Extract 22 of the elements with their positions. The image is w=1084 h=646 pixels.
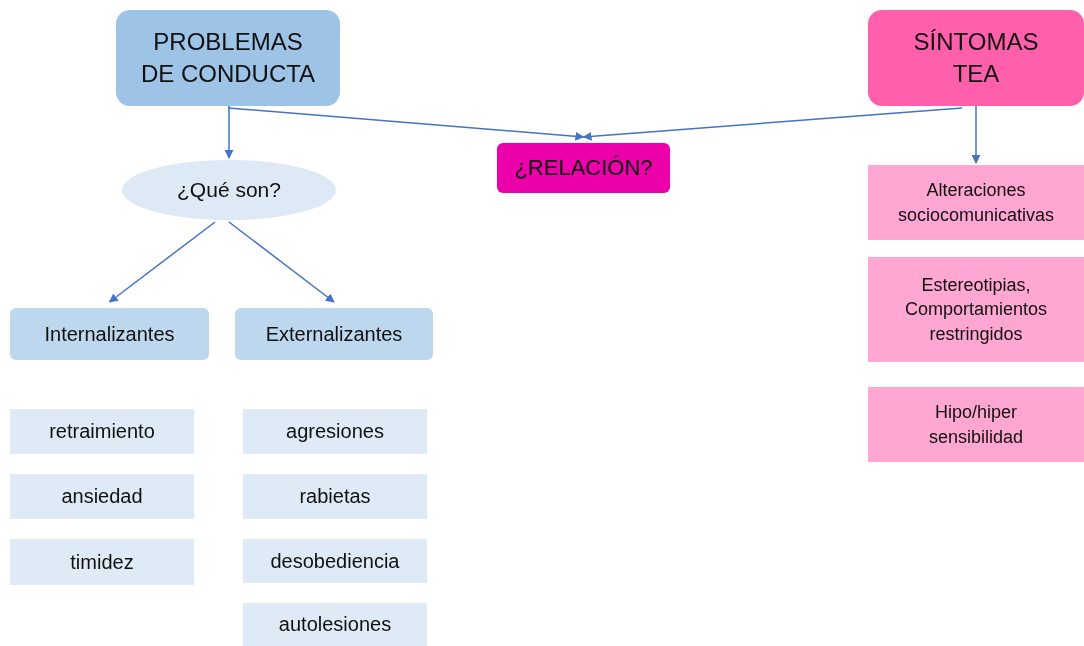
item-box: rabietas: [243, 474, 427, 519]
arrow: [227, 107, 585, 141]
category-box: Externalizantes: [235, 308, 433, 360]
category-box: Internalizantes: [10, 308, 209, 360]
arrow: [224, 105, 234, 159]
symptom-box: Estereotipias, Comportamientos restringidos: [868, 257, 1084, 362]
topic-box: PROBLEMAS DE CONDUCTA: [116, 10, 340, 106]
arrow: [228, 221, 335, 303]
item-box: retraimiento: [10, 409, 194, 454]
arrow: [582, 107, 963, 141]
question-ellipse: ¿Qué son?: [122, 160, 336, 220]
item-box: desobediencia: [243, 539, 427, 583]
topic-box: SÍNTOMAS TEA: [868, 10, 1084, 106]
item-box: agresiones: [243, 409, 427, 454]
item-box: autolesiones: [243, 603, 427, 646]
item-box: timidez: [10, 539, 194, 585]
arrow: [971, 105, 981, 164]
symptom-box: Alteraciones sociocomunicativas: [868, 165, 1084, 240]
arrow: [108, 221, 216, 303]
symptom-box: Hipo/hiper sensibilidad: [868, 387, 1084, 462]
question-box: ¿RELACIÓN?: [497, 143, 670, 193]
item-box: ansiedad: [10, 474, 194, 519]
